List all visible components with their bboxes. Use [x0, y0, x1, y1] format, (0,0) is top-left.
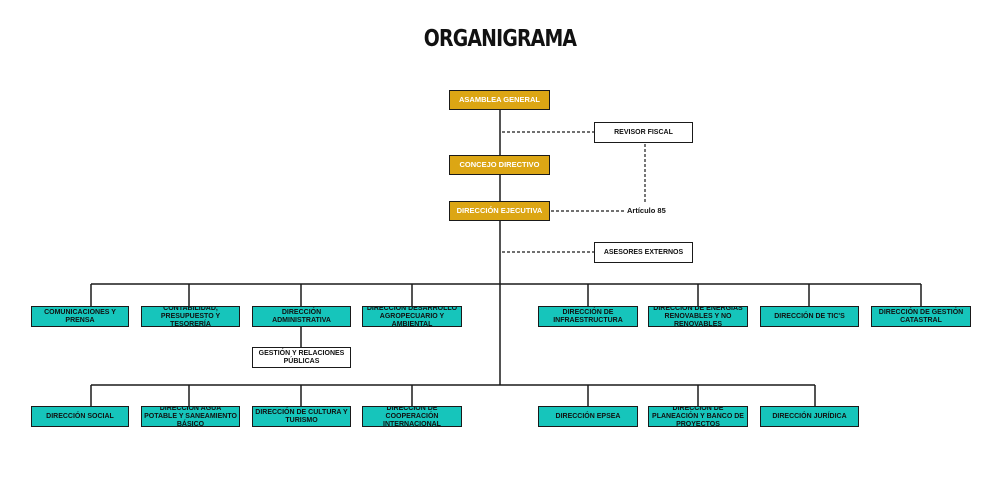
revisor-fiscal-box: REVISOR FISCAL — [594, 122, 693, 143]
direccion-infraestructura-box: DIRECCIÓN DE INFRAESTRUCTURA — [538, 306, 638, 327]
direccion-epsea-box: DIRECCIÓN EPSEA — [538, 406, 638, 427]
direccion-ejecutiva-box: DIRECCIÓN EJECUTIVA — [449, 201, 550, 221]
direccion-cooperacion-box: DIRECCIÓN DE COOPERACIÓN INTERNACIONAL — [362, 406, 462, 427]
comunicaciones-prensa-box: COMUNICACIONES Y PRENSA — [31, 306, 129, 327]
direccion-juridica-box: DIRECCIÓN JURÍDICA — [760, 406, 859, 427]
direccion-tics-box: DIRECCIÓN DE TIC's — [760, 306, 859, 327]
direccion-gestion-catastral-box: DIRECCIÓN DE GESTIÓN CATASTRAL — [871, 306, 971, 327]
articulo-85-label: Artículo 85 — [627, 206, 666, 215]
direccion-planeacion-box: DIRECCIÓN DE PLANEACIÓN Y BANCO DE PROYE… — [648, 406, 748, 427]
asamblea-general-box: ASAMBLEA GENERAL — [449, 90, 550, 110]
direccion-cultura-turismo-box: DIRECCIÓN DE CULTURA Y TURISMO — [252, 406, 351, 427]
concejo-directivo-box: CONCEJO DIRECTIVO — [449, 155, 550, 175]
direccion-desarrollo-agropecuario-box: DIRECCIÓN DESARROLLO AGROPECUARIO Y AMBI… — [362, 306, 462, 327]
direccion-administrativa-box: DIRECCIÓN ADMINISTRATIVA — [252, 306, 351, 327]
direccion-agua-potable-box: DIRECCIÓN AGUA POTABLE Y SANEAMIENTO BÁS… — [141, 406, 240, 427]
gestion-relaciones-publicas-box: GESTIÓN Y RELACIONES PÚBLICAS — [252, 347, 351, 368]
page-title: ORGANIGRAMA — [423, 26, 577, 52]
direccion-energias-box: DIRECCIÓN DE ENERGÍAS RENOVABLES Y NO RE… — [648, 306, 748, 327]
contabilidad-box: CONTABILIDAD, PRESUPUESTO Y TESORERÍA — [141, 306, 240, 327]
direccion-social-box: DIRECCIÓN SOCIAL — [31, 406, 129, 427]
asesores-externos-box: ASESORES EXTERNOS — [594, 242, 693, 263]
